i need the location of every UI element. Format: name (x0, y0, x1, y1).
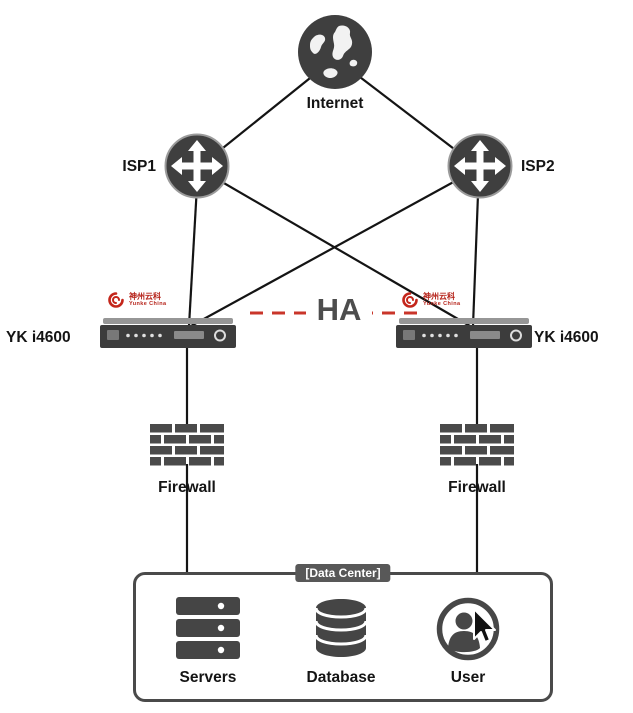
appliance-left-icon (100, 318, 236, 350)
router-isp1-icon (163, 132, 231, 200)
firewall-left-label: Firewall (158, 479, 216, 496)
data-center-box: [Data Center] (133, 564, 553, 702)
database-icon (314, 597, 368, 659)
database-label: Database (306, 669, 376, 686)
yunke-logo-en-text: Yunke China (129, 301, 167, 308)
internet-label: Internet (306, 95, 364, 112)
data-center-badge: [Data Center] (295, 564, 391, 582)
yunke-logo-cn-text: 神州云科 (423, 292, 455, 302)
appliance-right-icon (396, 318, 532, 350)
device-right-label: YK i4600 (534, 329, 599, 346)
firewall-right-label: Firewall (448, 479, 506, 496)
ha-label: HA (306, 292, 372, 328)
isp1-label: ISP1 (122, 158, 156, 175)
user-icon (435, 596, 501, 662)
yunke-logo-en-text: Yunke China (423, 301, 461, 308)
device-left-label: YK i4600 (6, 329, 71, 346)
yunke-logo-left: 神州云科 Yunke China (106, 290, 166, 310)
firewall-left-icon (150, 424, 224, 466)
yunke-logo-right: 神州云科 Yunke China (400, 290, 460, 310)
yunke-logo-cn-text: 神州云科 (129, 292, 161, 302)
yunke-swirl-icon (402, 292, 418, 308)
yunke-swirl-icon (108, 292, 124, 308)
servers-icon (176, 597, 240, 659)
cursor-arrow-icon (473, 608, 496, 643)
router-isp2-icon (446, 132, 514, 200)
link-isp2-device-left (190, 167, 480, 327)
servers-label: Servers (179, 669, 237, 686)
firewall-right-icon (440, 424, 514, 466)
internet-globe-icon (295, 12, 375, 92)
user-label: User (450, 669, 486, 686)
isp2-label: ISP2 (521, 158, 555, 175)
